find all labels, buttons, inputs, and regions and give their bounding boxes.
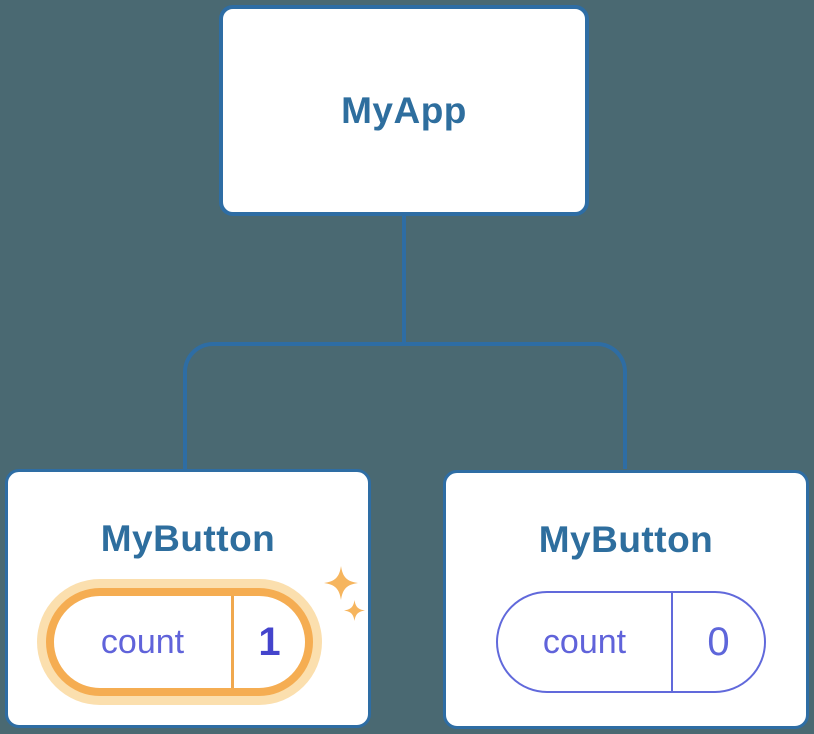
connector-root-stem (402, 212, 406, 346)
state-key-label: count (100, 622, 185, 661)
state-pill-active: count 1 (46, 588, 313, 696)
root-component-label: MyApp (341, 89, 467, 131)
child-component-card-active: MyButton count 1 (5, 469, 371, 728)
connector-branch-bracket (183, 342, 627, 469)
state-pill-divider (231, 596, 234, 688)
state-pill-divider (671, 593, 673, 691)
child-component-label: MyButton (538, 519, 714, 560)
child-component-card-inactive: MyButton count 0 (443, 470, 809, 729)
state-pill-inactive: count 0 (496, 591, 766, 693)
state-key-label: count (542, 622, 627, 661)
sparkles-icon (324, 566, 358, 600)
child-component-label: MyButton (100, 518, 276, 559)
sparkle-small-icon (344, 600, 365, 621)
state-value: 0 (707, 619, 730, 664)
root-component-card: MyApp (219, 5, 589, 216)
state-value: 1 (258, 619, 281, 664)
